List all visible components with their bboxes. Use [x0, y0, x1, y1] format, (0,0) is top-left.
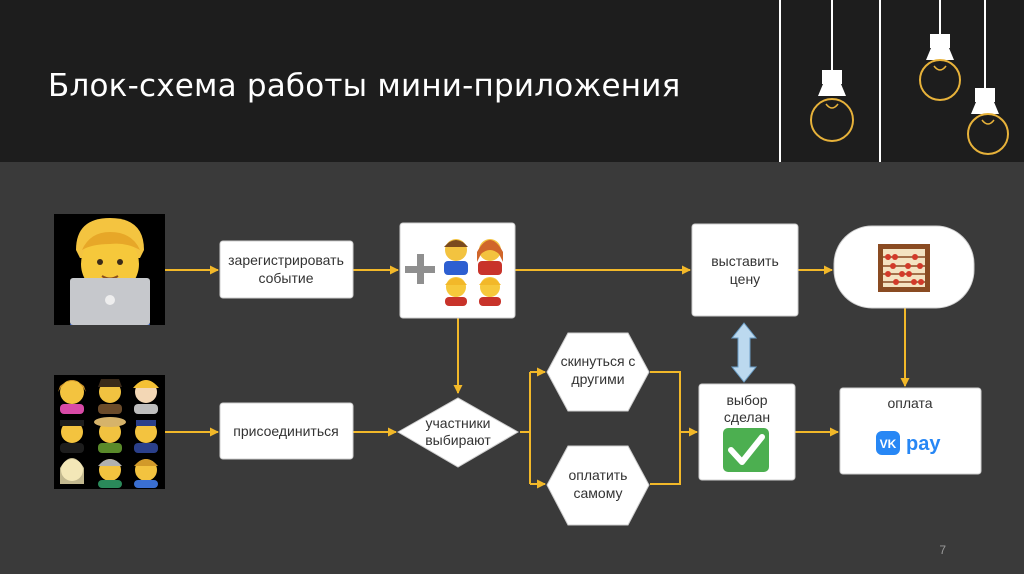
node-choice-made-line-1: выбор: [726, 392, 767, 408]
node-participants-decision: участники выбирают: [396, 397, 520, 468]
node-chip-in-line-2: другими: [571, 371, 624, 387]
node-choice-made-line-2: сделан: [724, 409, 770, 425]
node-abacus: [833, 225, 975, 309]
node-participants-line-1: участники: [426, 415, 491, 431]
vk-logo-icon: VK: [876, 431, 900, 455]
node-participants-line-2: выбирают: [425, 432, 491, 448]
node-join: присоединиться: [219, 402, 354, 460]
branch-from-participants: [520, 372, 531, 484]
abacus-icon: [878, 244, 930, 292]
node-set-price: выставить цену: [691, 223, 799, 317]
people-group-icon: [54, 375, 165, 489]
node-add-family: [399, 222, 516, 319]
hanging-light-bulbs-icon: [779, 0, 1009, 162]
vkpay-wordmark: pay: [906, 433, 941, 455]
node-chip-in-line-1: скинуться с: [561, 353, 636, 369]
man-technologist-icon: [54, 214, 165, 325]
node-register-line-1: зарегистрировать: [228, 252, 344, 268]
node-set-price-line-1: выставить: [711, 253, 779, 269]
check-mark-icon: [723, 428, 769, 472]
node-payment-label: оплата: [887, 395, 932, 411]
slide-title: Блок-схема работы мини-приложения: [48, 68, 681, 104]
plus-family-icon: [405, 239, 503, 306]
node-pay-self-line-1: оплатить: [569, 467, 628, 483]
svg-text:VK: VK: [880, 437, 897, 451]
join-to-choice: [650, 371, 696, 485]
node-payment: оплата VK pay: [839, 387, 982, 475]
node-pay-self: оплатить самому: [546, 445, 650, 526]
node-register-line-2: событие: [258, 270, 313, 286]
node-register: зарегистрировать событие: [219, 240, 354, 299]
node-choice-made: выбор сделан: [698, 383, 796, 481]
node-set-price-line-2: цену: [730, 271, 760, 287]
node-pay-self-line-2: самому: [574, 485, 623, 501]
node-join-label: присоединиться: [233, 423, 338, 439]
connector-arrows: [165, 265, 910, 489]
node-chip-in: скинуться с другими: [546, 332, 650, 412]
double-arrow-icon: [730, 322, 758, 383]
slide-header: [0, 0, 1024, 162]
page-number: 7: [939, 543, 946, 557]
